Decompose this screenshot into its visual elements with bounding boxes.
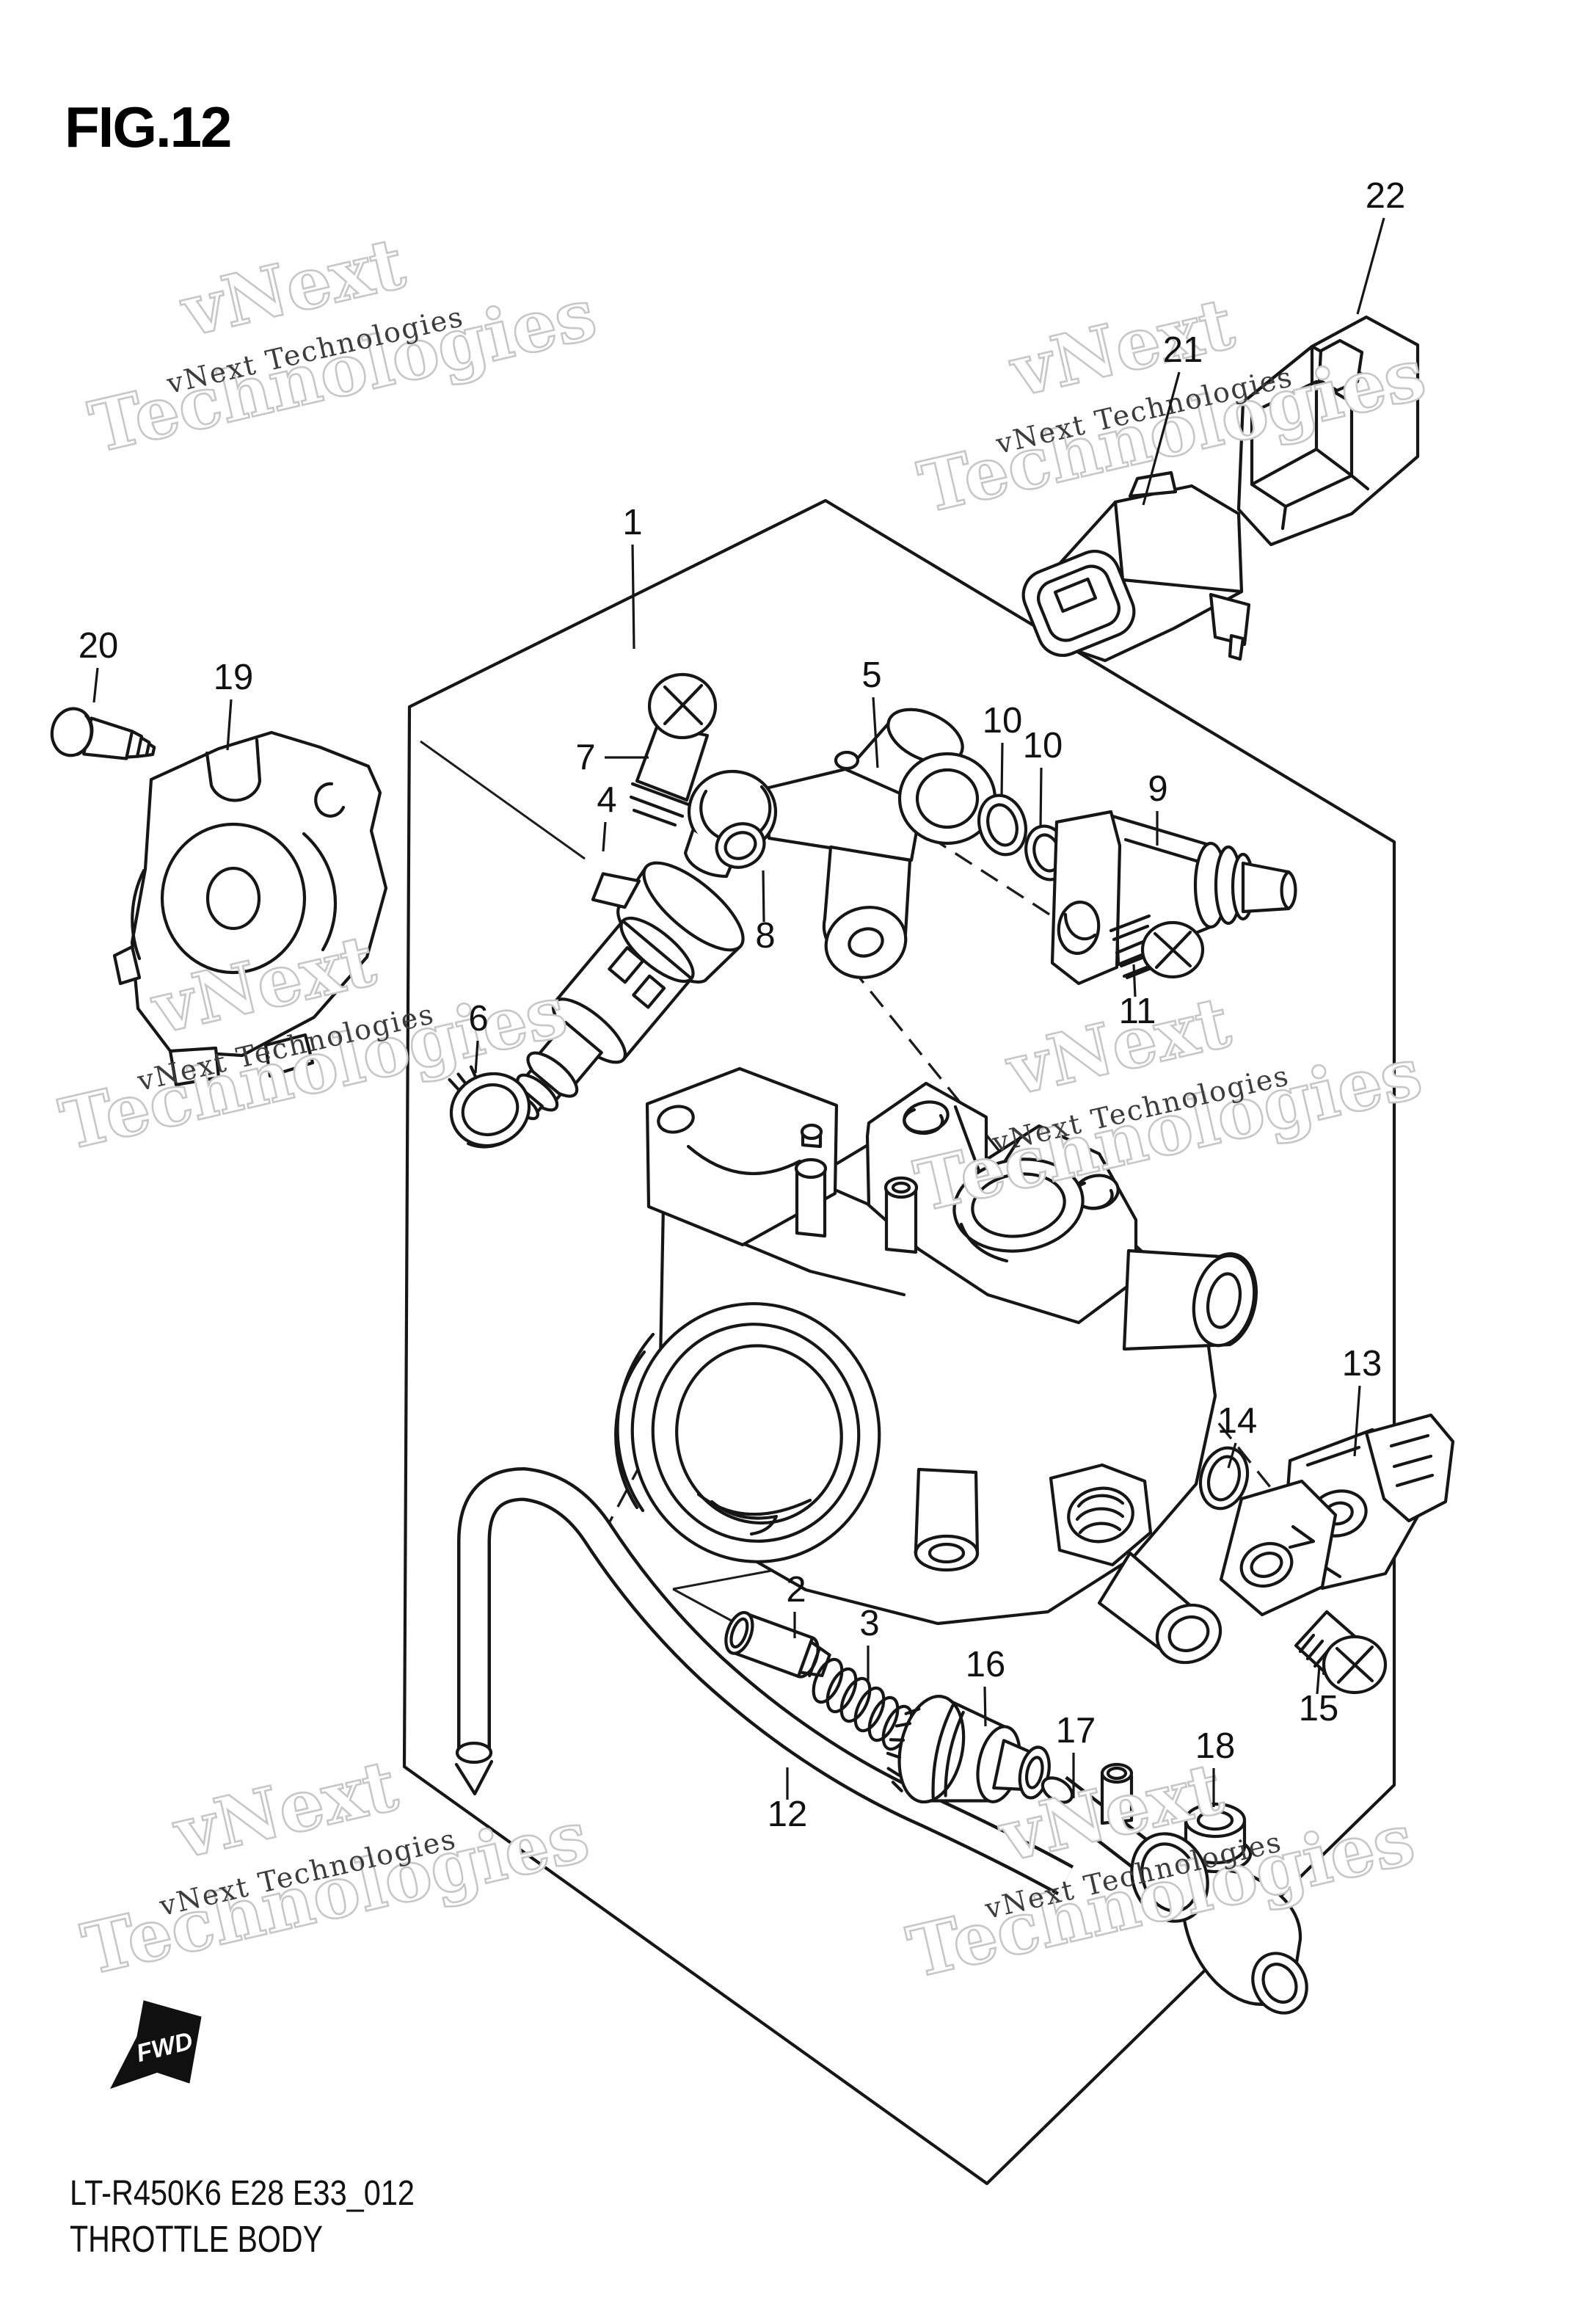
part-label-leader-21 [1142, 371, 1181, 506]
part-label-leader-4 [602, 821, 607, 852]
part-label-leader-19 [226, 699, 233, 751]
part-label-10: 10 [1023, 726, 1063, 766]
part-label-20: 20 [79, 626, 119, 666]
part-label-18: 18 [1195, 1726, 1236, 1766]
part-label-10: 10 [983, 701, 1023, 741]
part-20-screw-drawing [50, 707, 156, 760]
part-2-plunger-drawing [724, 1610, 831, 1679]
part-label-leader-15 [1316, 1665, 1321, 1695]
part-label-21: 21 [1163, 330, 1203, 370]
part-label-5: 5 [861, 655, 881, 695]
part-12-hose-drawing [454, 1466, 1074, 1896]
part-10-o-ring-a-drawing [977, 793, 1027, 857]
part-15-screw-drawing [1294, 1610, 1388, 1695]
part-label-1: 1 [622, 503, 642, 542]
part-label-7: 7 [575, 738, 595, 777]
fwd-marker: FWD [110, 2000, 202, 2089]
part-6-clamp-drawing [448, 1065, 531, 1149]
part-label-12: 12 [768, 1795, 808, 1834]
part-label-leader-22 [1356, 217, 1385, 315]
part-drawings [50, 315, 1455, 2015]
part-label-14: 14 [1217, 1401, 1258, 1441]
figure-title: FIG.12 [65, 95, 230, 159]
part-label-leader-11 [1132, 964, 1137, 997]
figure-name: THROTTLE BODY [70, 2218, 323, 2260]
fwd-arrow-icon [110, 2027, 157, 2089]
part-8-o-ring-drawing [715, 822, 766, 869]
part-label-3: 3 [859, 1604, 879, 1643]
part-label-leader-1 [631, 544, 635, 650]
part-label-9: 9 [1148, 769, 1167, 809]
part-label-6: 6 [468, 999, 488, 1039]
part-21-connector-drawing [1021, 470, 1251, 663]
part-label-16: 16 [966, 1645, 1006, 1684]
part-label-leader-20 [92, 667, 99, 703]
part-14-o-ring-drawing [1198, 1446, 1250, 1511]
part-9-sensor-drawing [1050, 810, 1297, 986]
part-1-throttle-body-drawing [614, 1066, 1258, 1665]
part-label-leader-8 [762, 870, 765, 923]
part-label-11: 11 [1119, 992, 1156, 1031]
part-label-15: 15 [1299, 1689, 1339, 1728]
part-18-elbow-joint-drawing [1130, 1802, 1308, 2015]
part-label-leader-5 [872, 697, 879, 768]
part-label-4: 4 [597, 780, 616, 820]
part-label-2: 2 [786, 1570, 806, 1610]
figure-code: LT-R450K6 E28 E33_012 [70, 2174, 415, 2213]
part-4-fuel-injector-drawing [511, 861, 745, 1121]
part-7-screw-drawing [629, 672, 718, 827]
part-label-19: 19 [214, 658, 254, 697]
part-label-22: 22 [1366, 176, 1406, 216]
part-13-throttle-position-sensor-drawing [1219, 1413, 1455, 1617]
part-22-connector-cover-drawing [1236, 315, 1420, 547]
part-3-spring-drawing [812, 1657, 914, 1751]
part-label-17: 17 [1056, 1711, 1096, 1751]
part-19-sensor-cover-drawing [112, 730, 388, 1087]
part-label-8: 8 [755, 916, 775, 956]
part-label-leader-6 [474, 1040, 479, 1074]
part-label-leader-13 [1353, 1385, 1361, 1457]
part-label-leader-14 [1227, 1442, 1237, 1469]
part-label-13: 13 [1342, 1344, 1382, 1384]
part-11-screw-drawing [1109, 914, 1205, 980]
